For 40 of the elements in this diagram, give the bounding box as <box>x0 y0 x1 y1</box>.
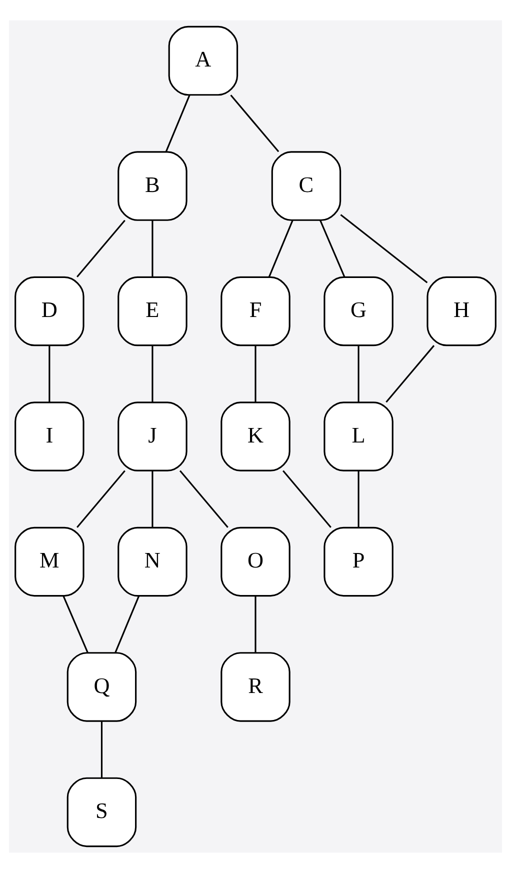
node-box: N <box>117 526 187 597</box>
connector <box>151 470 153 528</box>
connector <box>357 346 359 402</box>
connector <box>76 220 125 278</box>
node-box: S <box>66 777 136 848</box>
connector <box>62 596 88 653</box>
node-box: J <box>117 402 187 472</box>
connector <box>319 220 345 278</box>
node-box: K <box>220 402 290 472</box>
node-box: R <box>220 652 290 722</box>
node-box: B <box>117 151 187 221</box>
connector <box>282 470 331 528</box>
node-box: F <box>220 276 290 346</box>
node-box: Q <box>66 652 136 722</box>
connector <box>164 94 190 152</box>
connector <box>230 94 279 152</box>
connector <box>114 596 140 653</box>
connector <box>357 470 359 528</box>
connector <box>385 345 434 403</box>
connector <box>151 346 153 402</box>
connector <box>254 596 256 653</box>
connector <box>254 346 256 402</box>
connector <box>48 346 50 402</box>
connector <box>178 470 228 528</box>
node-box: D <box>14 276 84 346</box>
node-box: M <box>14 526 84 597</box>
connector <box>268 220 293 278</box>
node-box: E <box>117 276 187 346</box>
node-box: L <box>323 402 393 472</box>
node-box: P <box>323 526 393 597</box>
node-box: A <box>168 26 238 96</box>
connector <box>76 470 125 528</box>
node-box: H <box>426 276 496 346</box>
node-box: O <box>220 526 290 597</box>
node-box: I <box>14 402 84 472</box>
node-box: C <box>270 151 341 221</box>
connector <box>151 220 153 277</box>
node-box: G <box>323 276 393 346</box>
connector <box>100 721 102 778</box>
connector <box>340 214 428 284</box>
